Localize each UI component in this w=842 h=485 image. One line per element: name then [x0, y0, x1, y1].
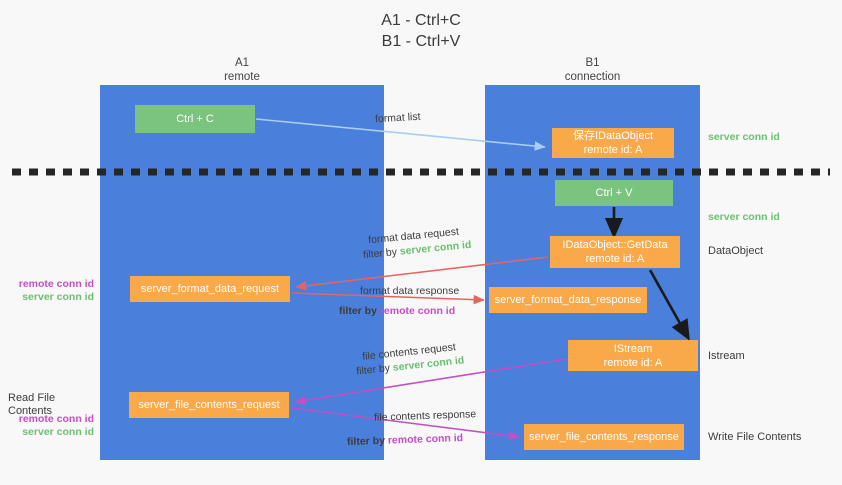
- annotation-server-conn-id-1: server conn id: [22, 291, 94, 303]
- lane-a1-subtitle: remote: [224, 71, 260, 83]
- node-istream-subtitle: remote id: A: [603, 356, 663, 369]
- node-server-file-contents-response-label: server_file_contents_response: [529, 431, 679, 443]
- lane-a1-name: A1: [234, 57, 250, 69]
- title-line-1: A1 - Ctrl+C: [381, 12, 461, 29]
- node-save-idataobject-subtitle: remote id: A: [583, 144, 643, 156]
- annotation-dataobject: DataObject: [708, 245, 764, 257]
- lane-header-b1: B1 connection: [485, 56, 700, 84]
- annotation-server-conn-id-top: server conn id: [708, 131, 780, 143]
- node-server-file-contents-response[interactable]: server_file_contents_response: [524, 424, 684, 450]
- lane-header-a1: A1 remote: [100, 56, 384, 84]
- node-save-idataobject[interactable]: 保存IDataObject remote id: A: [552, 128, 674, 158]
- node-save-idataobject-title: 保存IDataObject: [572, 130, 654, 142]
- filter-prefix-3: filter by: [355, 361, 394, 378]
- node-ctrl-c-label: Ctrl + C: [176, 113, 214, 125]
- edge-label-format-data-response-filter: filter by remote conn id: [339, 304, 455, 318]
- annotation-server-conn-id-2: server conn id: [22, 426, 94, 438]
- node-ctrl-c[interactable]: Ctrl + C: [135, 105, 255, 133]
- lane-b1-subtitle: connection: [564, 71, 621, 83]
- node-idataobject-getdata[interactable]: IDataObject::GetData remote id: A: [550, 236, 680, 268]
- node-server-format-data-response-label: server_format_data_response: [494, 294, 642, 306]
- node-istream-title: IStream: [613, 342, 653, 355]
- node-ctrl-v-label: Ctrl + V: [595, 187, 633, 199]
- node-istream[interactable]: IStream remote id: A: [568, 340, 698, 371]
- node-server-format-data-request[interactable]: server_format_data_request: [130, 276, 290, 302]
- filter-prefix-2: filter by: [339, 305, 380, 317]
- annotation-write-file-contents: Write File Contents: [708, 431, 802, 443]
- annotation-conn-ids-lower: remote conn id server conn id: [8, 413, 94, 439]
- filter-prefix-4: filter by: [346, 434, 389, 449]
- annotation-remote-conn-id-2: remote conn id: [18, 413, 94, 425]
- filter-value-remote-conn-1: remote conn id: [379, 305, 456, 317]
- edge-label-file-contents-response: file contents response: [373, 408, 477, 424]
- node-getdata-title: IDataObject::GetData: [562, 239, 668, 251]
- node-getdata-subtitle: remote id: A: [585, 253, 645, 265]
- filter-prefix-1: filter by: [362, 245, 401, 262]
- annotation-istream: Istream: [708, 350, 745, 362]
- node-server-format-data-request-label: server_format_data_request: [140, 283, 280, 295]
- node-server-format-data-response[interactable]: server_format_data_response: [489, 287, 647, 313]
- title-line-2: B1 - Ctrl+V: [381, 33, 461, 50]
- node-ctrl-v[interactable]: Ctrl + V: [555, 180, 673, 206]
- edge-label-format-list: format list: [374, 110, 421, 126]
- edge-label-file-contents-response-filter: filter by remote conn id: [347, 431, 464, 449]
- annotation-remote-conn-id-1: remote conn id: [18, 278, 94, 290]
- node-server-file-contents-request[interactable]: server_file_contents_request: [129, 392, 289, 418]
- lane-b1-name: B1: [585, 57, 600, 69]
- annotation-server-conn-id-mid: server conn id: [708, 211, 780, 223]
- annotation-conn-ids-upper: remote conn id server conn id: [8, 278, 94, 304]
- diagram-title: A1 - Ctrl+C B1 - Ctrl+V: [0, 10, 842, 52]
- node-server-file-contents-request-label: server_file_contents_request: [138, 399, 280, 411]
- annotation-read-file-contents: Read File Contents: [8, 392, 56, 417]
- edge-label-format-data-response: format data response: [360, 285, 460, 297]
- filter-value-remote-conn-2: remote conn id: [387, 431, 464, 447]
